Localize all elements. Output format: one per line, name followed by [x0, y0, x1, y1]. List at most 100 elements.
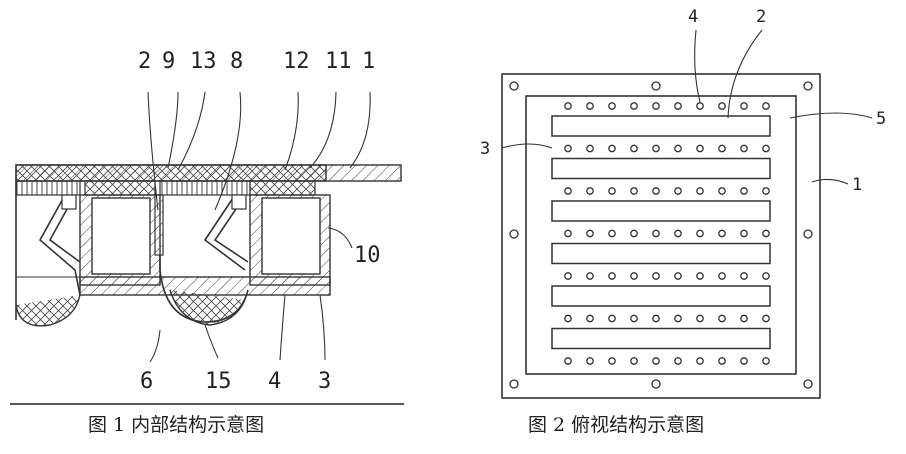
slot: [551, 200, 771, 222]
vent-hole: [586, 144, 594, 153]
vent-hole: [718, 229, 726, 238]
mounting-hole: [509, 81, 519, 91]
vent-hole: [696, 229, 704, 238]
label-1: 1: [852, 175, 862, 195]
vent-hole: [630, 229, 638, 238]
vent-hole: [630, 102, 638, 110]
vent-hole: [762, 229, 770, 238]
vent-hole: [696, 187, 704, 195]
label-11: 11: [325, 49, 352, 74]
label-10: 10: [354, 243, 381, 268]
label-5: 5: [876, 109, 886, 129]
vent-hole: [564, 144, 572, 153]
vent-hole: [718, 272, 726, 280]
mounting-hole: [509, 229, 519, 239]
vent-hole: [762, 314, 770, 323]
vent-hole: [608, 357, 616, 365]
vent-hole: [718, 314, 726, 323]
label-8: 8: [230, 49, 243, 74]
vent-hole: [718, 144, 726, 153]
slot: [551, 157, 771, 180]
cavity-left: [79, 194, 161, 286]
vent-hole: [652, 272, 660, 280]
vent-hole: [696, 314, 704, 323]
mounting-hole: [651, 379, 661, 389]
vent-hole: [652, 102, 660, 110]
vent-hole: [740, 357, 748, 365]
label-2: 2: [138, 49, 151, 74]
vent-hole: [762, 187, 770, 195]
vent-hole: [586, 102, 594, 110]
inner-frame: [525, 95, 797, 375]
vent-hole: [740, 272, 748, 280]
vent-hole: [608, 187, 616, 195]
internal-structure-drawing: 2 9 13 8 12 11 1 10 6 15 4 3: [10, 49, 404, 405]
slot-group: [551, 115, 771, 350]
vent-hole: [762, 272, 770, 280]
bowl-middle: [169, 289, 246, 326]
vent-hole: [586, 229, 594, 238]
mounting-hole: [651, 81, 661, 91]
partition: [154, 194, 164, 256]
figure-1-internal-structure: 2 9 13 8 12 11 1 10 6 15 4 3 图 1 内部结构示意图: [0, 0, 420, 454]
vent-hole: [652, 144, 660, 153]
slot: [551, 115, 771, 137]
vent-hole: [740, 102, 748, 110]
vent-hole: [652, 357, 660, 365]
vent-hole: [674, 272, 682, 280]
vent-hole: [674, 144, 682, 153]
bottom-plate: [79, 276, 331, 296]
vent-hole: [586, 187, 594, 195]
vent-hole: [718, 357, 726, 365]
vent-hole: [652, 314, 660, 323]
bowl-left: [15, 294, 81, 327]
vent-hole: [762, 144, 770, 153]
vent-hole: [586, 314, 594, 323]
vent-hole: [586, 272, 594, 280]
label-15: 15: [205, 369, 232, 394]
vent-hole: [652, 229, 660, 238]
vent-hole: [696, 357, 704, 365]
label-1: 1: [362, 49, 375, 74]
hole-group: [564, 102, 770, 365]
vent-hole: [674, 229, 682, 238]
mounting-hole: [803, 379, 813, 389]
vent-hole: [696, 144, 704, 153]
slot: [551, 242, 771, 265]
outer-plate: [501, 73, 821, 399]
vent-hole: [564, 272, 572, 280]
label-6: 6: [140, 369, 153, 394]
vent-hole: [630, 144, 638, 153]
label-12: 12: [283, 49, 310, 74]
vent-hole: [564, 102, 572, 110]
vent-hole: [762, 102, 770, 110]
vent-hole: [674, 102, 682, 110]
seal-strip: [15, 180, 81, 196]
slot: [551, 285, 771, 307]
vent-hole: [718, 102, 726, 110]
vent-hole: [630, 187, 638, 195]
vent-hole: [740, 144, 748, 153]
vent-hole: [740, 229, 748, 238]
cavity-right: [249, 194, 331, 286]
vent-hole: [652, 187, 660, 195]
vent-hole: [564, 314, 572, 323]
vent-hole: [608, 314, 616, 323]
label-2: 2: [756, 7, 766, 27]
vent-hole: [564, 187, 572, 195]
figure-1-caption: 图 1 内部结构示意图: [88, 414, 265, 436]
vent-hole: [608, 102, 616, 110]
border-hole-group: [509, 81, 813, 389]
label-9: 9: [162, 49, 175, 74]
vent-hole: [608, 144, 616, 153]
mounting-hole: [509, 379, 519, 389]
vent-hole: [718, 187, 726, 195]
vent-hole: [564, 229, 572, 238]
vent-hole: [740, 314, 748, 323]
top-view-drawing: 4 2 5 3 1: [480, 7, 886, 399]
label-3: 3: [480, 139, 490, 159]
figure-2-caption: 图 2 俯视结构示意图: [528, 414, 705, 436]
label-3: 3: [318, 369, 331, 394]
vent-hole: [674, 187, 682, 195]
vent-hole: [564, 357, 572, 365]
